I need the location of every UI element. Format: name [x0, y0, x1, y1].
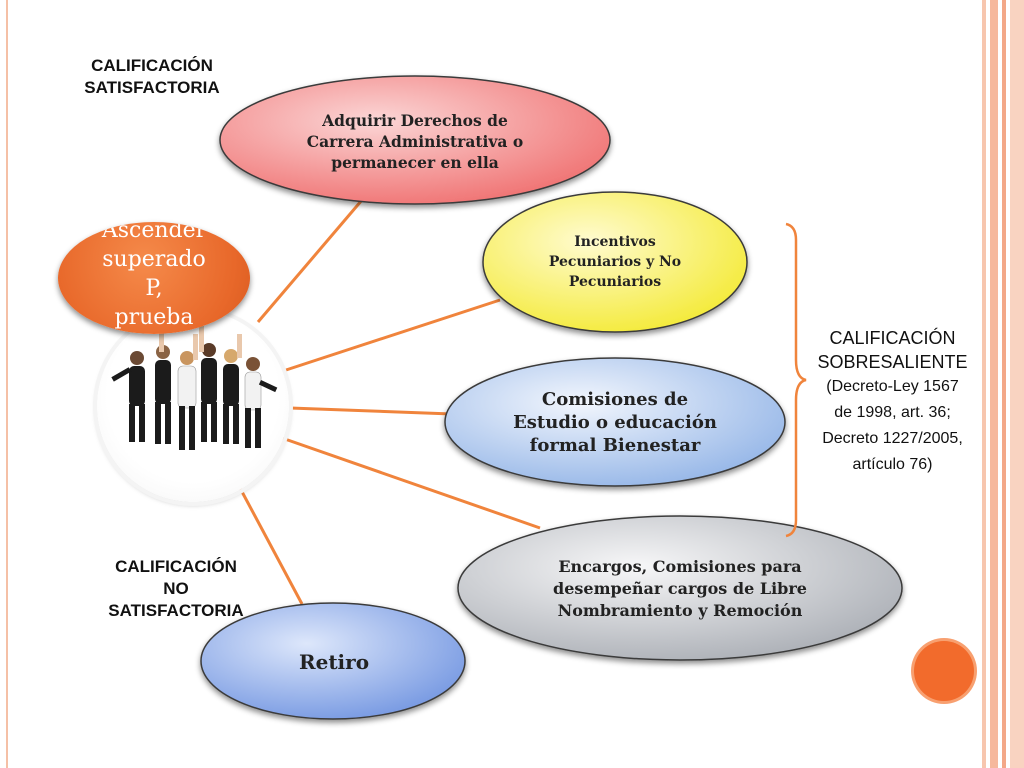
node-derechos-text: Adquirir Derechos de Carrera Administrat…: [235, 98, 595, 184]
deco-orange-circle: [914, 641, 974, 701]
label-sobresaliente-line-2: SOBRESALIENTE: [817, 352, 968, 372]
connector-line-2: [285, 298, 501, 372]
label-no-satisfactoria: CALIFICACIÓN NO SATISFACTORIA: [76, 556, 276, 622]
connector-line-5: [238, 487, 304, 605]
node-comisiones-line-1: Comisiones de: [541, 388, 689, 410]
node-incentivos-line-3: Pecuniarios: [568, 274, 662, 290]
ascender-bubble: Ascender superado P, prueba: [58, 222, 250, 334]
label-sobresaliente-line-6: artículo 76): [852, 456, 933, 473]
connector-line-4: [281, 436, 541, 530]
node-retiro-ellipse: [200, 602, 466, 720]
node-incentivos-ellipse: [482, 191, 748, 333]
deco-stripe-1: [982, 0, 986, 768]
ascender-line-4: prueba: [114, 305, 194, 330]
node-encargos-text: Encargos, Comisiones para desempeñar car…: [470, 540, 890, 638]
ascender-line-2: superado: [102, 247, 206, 272]
node-incentivos-text: Incentivos Pecuniarios y No Pecuniarios: [490, 212, 740, 312]
label-sobresaliente-line-3: (Decreto-Ley 1567: [826, 378, 959, 395]
jumping-team-illustration: [111, 326, 278, 450]
deco-stripe-left: [6, 0, 8, 768]
label-satisfactoria-line-1: CALIFICACIÓN: [91, 56, 213, 75]
connector-line-1: [256, 199, 364, 323]
node-encargos-line-2: desempeñar cargos de Libre: [553, 579, 807, 598]
team-photo: [97, 310, 289, 502]
node-derechos-line-2: Carrera Administrativa o: [306, 131, 524, 151]
deco-stripe-2: [990, 0, 998, 768]
node-derechos-line-3: permanecer en ella: [331, 152, 499, 172]
node-comisiones-line-2: Estudio o educación: [513, 411, 717, 433]
deco-stripe-4: [1010, 0, 1024, 768]
node-retiro-line-1: Retiro: [298, 650, 370, 674]
node-comisiones-ellipse: [444, 357, 786, 487]
node-comisiones-text: Comisiones de Estudio o educación formal…: [455, 372, 775, 472]
label-sobresaliente: CALIFICACIÓN SOBRESALIENTE (Decreto-Ley …: [795, 326, 990, 478]
node-incentivos-line-1: Incentivos: [574, 234, 656, 250]
node-derechos-line-1: Adquirir Derechos de: [322, 110, 508, 130]
label-satisfactoria-line-2: SATISFACTORIA: [84, 78, 220, 97]
label-no-satisfactoria-line-3: SATISFACTORIA: [108, 601, 244, 620]
ascender-line-1: Ascender: [101, 222, 207, 243]
deco-stripe-3: [1002, 0, 1006, 768]
label-no-satisfactoria-line-2: NO: [163, 579, 189, 598]
node-encargos-line-3: Nombramiento y Remoción: [557, 601, 803, 620]
node-ellipses: [200, 75, 903, 720]
label-sobresaliente-line-4: de 1998, art. 36;: [834, 404, 951, 421]
node-derechos-ellipse: [219, 75, 611, 205]
label-no-satisfactoria-line-1: CALIFICACIÓN: [115, 557, 237, 576]
label-satisfactoria: CALIFICACIÓN SATISFACTORIA: [52, 55, 252, 99]
node-encargos-line-1: Encargos, Comisiones para: [558, 557, 802, 576]
sobresaliente-bracket: [785, 222, 807, 538]
connectors: [238, 199, 541, 605]
connector-line-3: [289, 406, 453, 416]
node-incentivos-line-2: Pecuniarios y No: [548, 254, 682, 270]
node-encargos-ellipse: [457, 515, 903, 661]
node-retiro-text: Retiro: [205, 634, 463, 690]
ascender-line-3: P,: [145, 276, 163, 301]
node-comisiones-line-3: formal Bienestar: [529, 434, 701, 456]
label-sobresaliente-line-5: Decreto 1227/2005,: [822, 430, 963, 447]
ascender-text: Ascender superado P, prueba: [58, 222, 250, 332]
label-sobresaliente-line-1: CALIFICACIÓN: [829, 328, 956, 348]
